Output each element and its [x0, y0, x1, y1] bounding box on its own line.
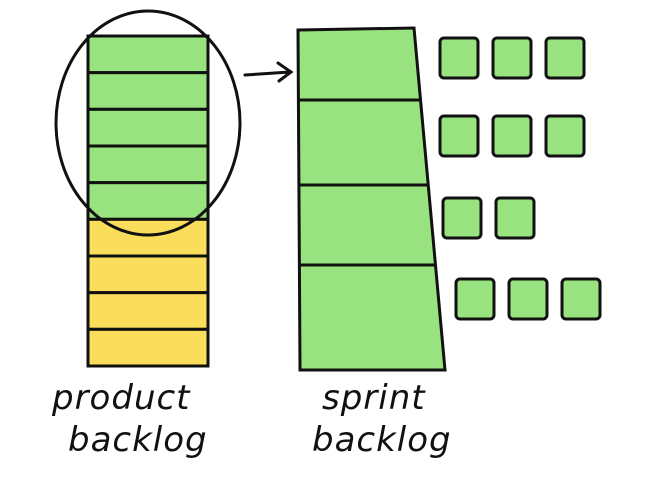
product-backlog-item — [86, 217, 210, 258]
product-backlog-item — [86, 254, 210, 295]
task-card — [438, 36, 480, 80]
product-backlog-label-line2: backlog — [68, 420, 208, 460]
selection-ellipse — [54, 9, 242, 237]
arrow-icon — [243, 61, 294, 83]
product-backlog-item — [86, 107, 210, 148]
product-backlog-item — [86, 181, 210, 221]
task-card — [454, 277, 496, 321]
task-card — [560, 277, 602, 321]
task-card — [507, 277, 549, 321]
task-card — [491, 114, 533, 158]
product-backlog-item — [86, 291, 210, 331]
product-backlog-item — [86, 327, 210, 368]
task-card — [544, 114, 586, 158]
sprint-backlog-column — [296, 26, 447, 372]
task-card — [438, 114, 480, 158]
product-backlog-item — [86, 71, 210, 111]
product-backlog-item — [86, 144, 210, 185]
task-card — [441, 196, 483, 240]
task-card — [494, 196, 536, 240]
product-backlog-label-line1: product — [52, 378, 191, 418]
product-backlog-item — [86, 34, 210, 75]
task-card — [491, 36, 533, 80]
sprint-backlog-label-line1: sprint — [322, 378, 426, 418]
sprint-backlog-label-line2: backlog — [312, 420, 452, 460]
task-card — [544, 36, 586, 80]
